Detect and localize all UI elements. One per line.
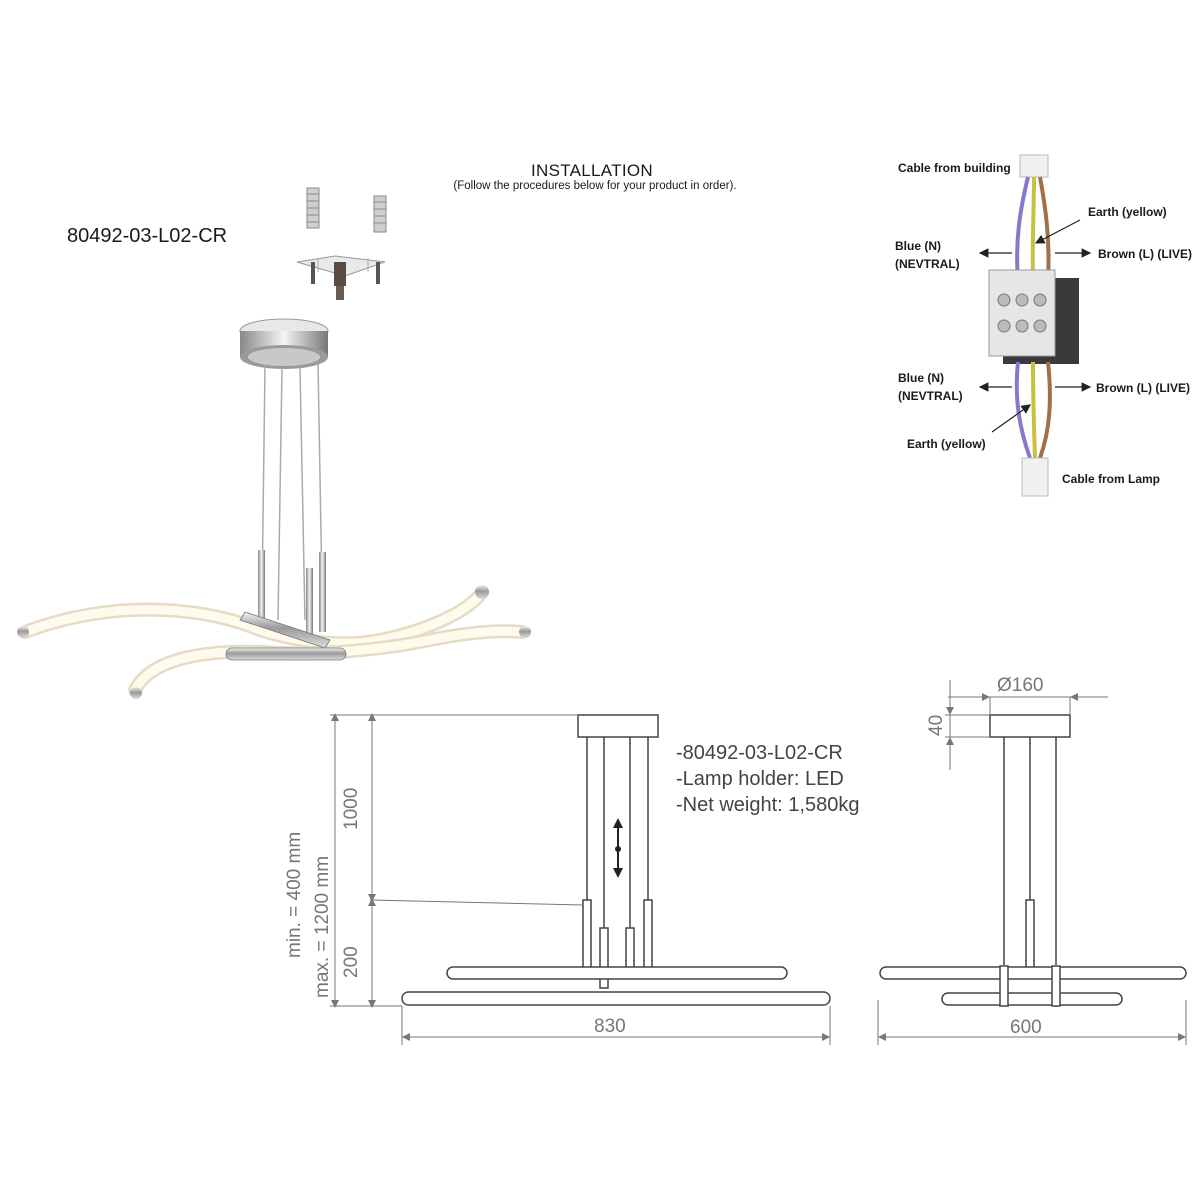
label-brown-bottom: Brown (L) (LIVE) <box>1096 381 1190 395</box>
label-earth-top: Earth (yellow) <box>1088 205 1167 219</box>
front-elevation-drawing <box>401 714 831 1006</box>
mounting-hardware <box>296 187 387 300</box>
label-neutral-top: (NEVTRAL) <box>895 257 960 271</box>
dim-canopy-height: 40 <box>926 715 947 736</box>
spec-model: -80492-03-L02-CR <box>676 742 843 764</box>
dim-canopy-diameter: Ø160 <box>997 675 1043 696</box>
dim-width: 830 <box>594 1016 626 1037</box>
dim-depth: 600 <box>1010 1017 1042 1038</box>
label-neutral-bottom: (NEVTRAL) <box>898 389 963 403</box>
dim-min-height: min. = 400 mm <box>284 832 305 958</box>
spec-net-weight: -Net weight: 1,580kg <box>676 794 860 816</box>
label-cable-from-lamp: Cable from Lamp <box>1062 472 1160 486</box>
model-number: 80492-03-L02-CR <box>67 225 228 247</box>
lamp-rendering <box>17 318 531 699</box>
side-elevation-drawing <box>879 714 1187 1007</box>
installation-title: INSTALLATION <box>531 161 653 180</box>
dim-fixture-height: 200 <box>341 946 362 978</box>
label-brown-top: Brown (L) (LIVE) <box>1098 247 1192 261</box>
label-earth-bottom: Earth (yellow) <box>907 437 986 451</box>
label-blue-bottom: Blue (N) <box>898 371 944 385</box>
wiring-diagram: Cable from building Earth (yellow) Blue … <box>895 154 1192 497</box>
side-dimension-lines <box>877 680 1187 1045</box>
label-blue-top: Blue (N) <box>895 239 941 253</box>
installation-subtitle: (Follow the procedures below for your pr… <box>453 180 737 192</box>
label-cable-from-building: Cable from building <box>898 161 1011 175</box>
spec-lamp-holder: -Lamp holder: LED <box>676 768 844 790</box>
dim-max-height: max. = 1200 mm <box>312 856 333 998</box>
dim-cable-length: 1000 <box>341 788 362 830</box>
